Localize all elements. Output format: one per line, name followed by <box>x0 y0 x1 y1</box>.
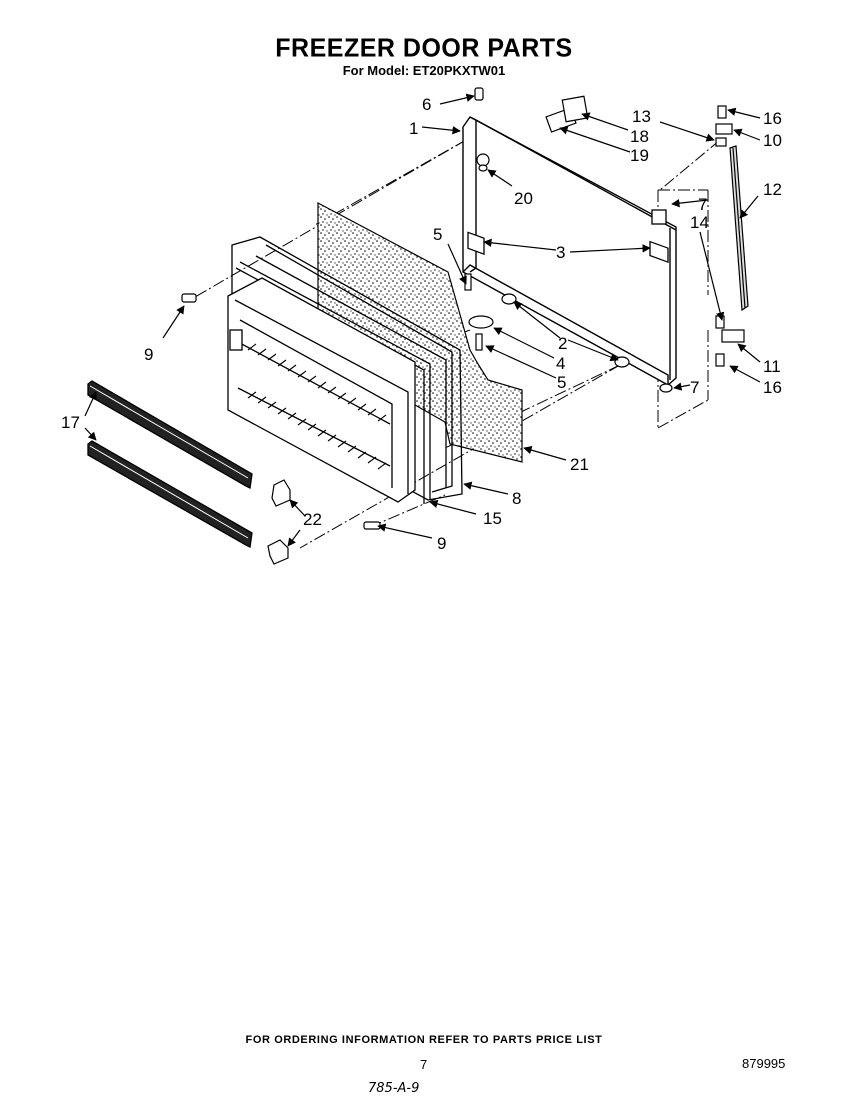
callout-4: 4 <box>556 354 565 373</box>
callout-7-bottom: 7 <box>690 378 699 397</box>
callout-13: 13 <box>632 107 651 126</box>
callout-9-left: 9 <box>144 345 153 364</box>
shelf-end-caps <box>267 479 291 565</box>
door-liner <box>227 277 416 503</box>
ordering-note: FOR ORDERING INFORMATION REFER TO PARTS … <box>245 1034 603 1046</box>
callout-7-top: 7 <box>698 195 707 214</box>
callout-16-bottom: 16 <box>763 378 782 397</box>
callout-5-bottom: 5 <box>557 373 566 392</box>
shelf-ribs <box>247 343 387 470</box>
document-number: 879995 <box>742 1056 786 1071</box>
callout-10: 10 <box>763 131 782 150</box>
callout-2: 2 <box>558 334 567 353</box>
model-subtitle: For Model: ET20PKXTW01 <box>342 63 506 78</box>
callout-17: 17 <box>61 413 80 432</box>
callout-labels: 6 1 13 18 19 20 16 10 12 7 14 5 3 2 4 5 … <box>61 95 782 553</box>
callout-14: 14 <box>690 213 709 232</box>
callout-3: 3 <box>556 243 565 262</box>
shelf-bars <box>87 380 253 548</box>
callout-19: 19 <box>630 146 649 165</box>
callout-8: 8 <box>512 489 521 508</box>
callout-18: 18 <box>630 127 649 146</box>
hinge-assembly <box>715 105 749 367</box>
callout-15: 15 <box>483 509 502 528</box>
callout-22: 22 <box>303 510 322 529</box>
callout-20: 20 <box>514 189 533 208</box>
page-number: 7 <box>420 1057 428 1072</box>
callout-5-top: 5 <box>433 225 442 244</box>
callout-9-bottom: 9 <box>437 534 446 553</box>
callout-6: 6 <box>422 95 431 114</box>
door-panel <box>462 116 677 386</box>
handwritten-code: 785-A-9 <box>368 1081 420 1096</box>
callout-21: 21 <box>570 455 589 474</box>
callout-1: 1 <box>409 119 418 138</box>
callout-12: 12 <box>763 180 782 199</box>
callout-16-top: 16 <box>763 109 782 128</box>
page-title: FREEZER DOOR PARTS <box>275 33 573 63</box>
door-stops <box>476 153 673 393</box>
callout-11: 11 <box>763 357 781 376</box>
leader-lines <box>84 93 761 547</box>
hinge-brackets <box>467 209 669 264</box>
